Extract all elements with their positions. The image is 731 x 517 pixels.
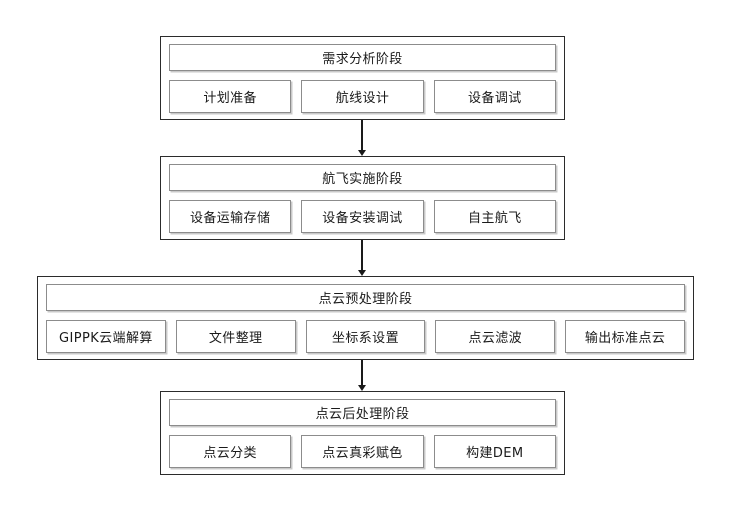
item-box[interactable]: 点云分类	[169, 435, 292, 468]
stage-title: 点云后处理阶段	[169, 399, 556, 426]
stage-items-row: GIPPK云端解算 文件整理 坐标系设置 点云滤波 输出标准点云	[46, 320, 685, 353]
connector-shaft	[361, 240, 363, 271]
connector-shaft	[361, 360, 363, 386]
item-box[interactable]: 设备调试	[433, 80, 556, 113]
item-box[interactable]: 点云滤波	[435, 320, 556, 353]
stage-title: 航飞实施阶段	[169, 164, 556, 191]
stage-pointcloud-postprocessing: 点云后处理阶段 点云分类 点云真彩赋色 构建DEM	[160, 391, 565, 475]
stage-items-row: 设备运输存储 设备安装调试 自主航飞	[169, 200, 556, 233]
connector-shaft	[361, 120, 363, 151]
item-box[interactable]: 计划准备	[169, 80, 292, 113]
item-box[interactable]: 设备运输存储	[169, 200, 292, 233]
item-box[interactable]: 设备安装调试	[301, 200, 424, 233]
item-box[interactable]: 自主航飞	[433, 200, 556, 233]
item-box[interactable]: 坐标系设置	[305, 320, 426, 353]
stage-title: 点云预处理阶段	[46, 284, 685, 311]
arrow-head-icon	[358, 385, 366, 391]
stage-requirement-analysis: 需求分析阶段 计划准备 航线设计 设备调试	[160, 36, 565, 120]
connector-arrow-2	[355, 240, 369, 276]
stage-pointcloud-preprocessing: 点云预处理阶段 GIPPK云端解算 文件整理 坐标系设置 点云滤波 输出标准点云	[37, 276, 694, 360]
stage-title: 需求分析阶段	[169, 44, 556, 71]
connector-arrow-1	[355, 120, 369, 156]
item-box[interactable]: 文件整理	[175, 320, 296, 353]
item-box[interactable]: GIPPK云端解算	[46, 320, 166, 353]
arrow-head-icon	[358, 270, 366, 276]
connector-arrow-3	[355, 360, 369, 391]
item-box[interactable]: 点云真彩赋色	[301, 435, 424, 468]
stage-items-row: 点云分类 点云真彩赋色 构建DEM	[169, 435, 556, 468]
item-box[interactable]: 构建DEM	[433, 435, 556, 468]
stage-items-row: 计划准备 航线设计 设备调试	[169, 80, 556, 113]
item-box[interactable]: 输出标准点云	[565, 320, 685, 353]
item-box[interactable]: 航线设计	[301, 80, 424, 113]
stage-flight-execution: 航飞实施阶段 设备运输存储 设备安装调试 自主航飞	[160, 156, 565, 240]
arrow-head-icon	[358, 150, 366, 156]
